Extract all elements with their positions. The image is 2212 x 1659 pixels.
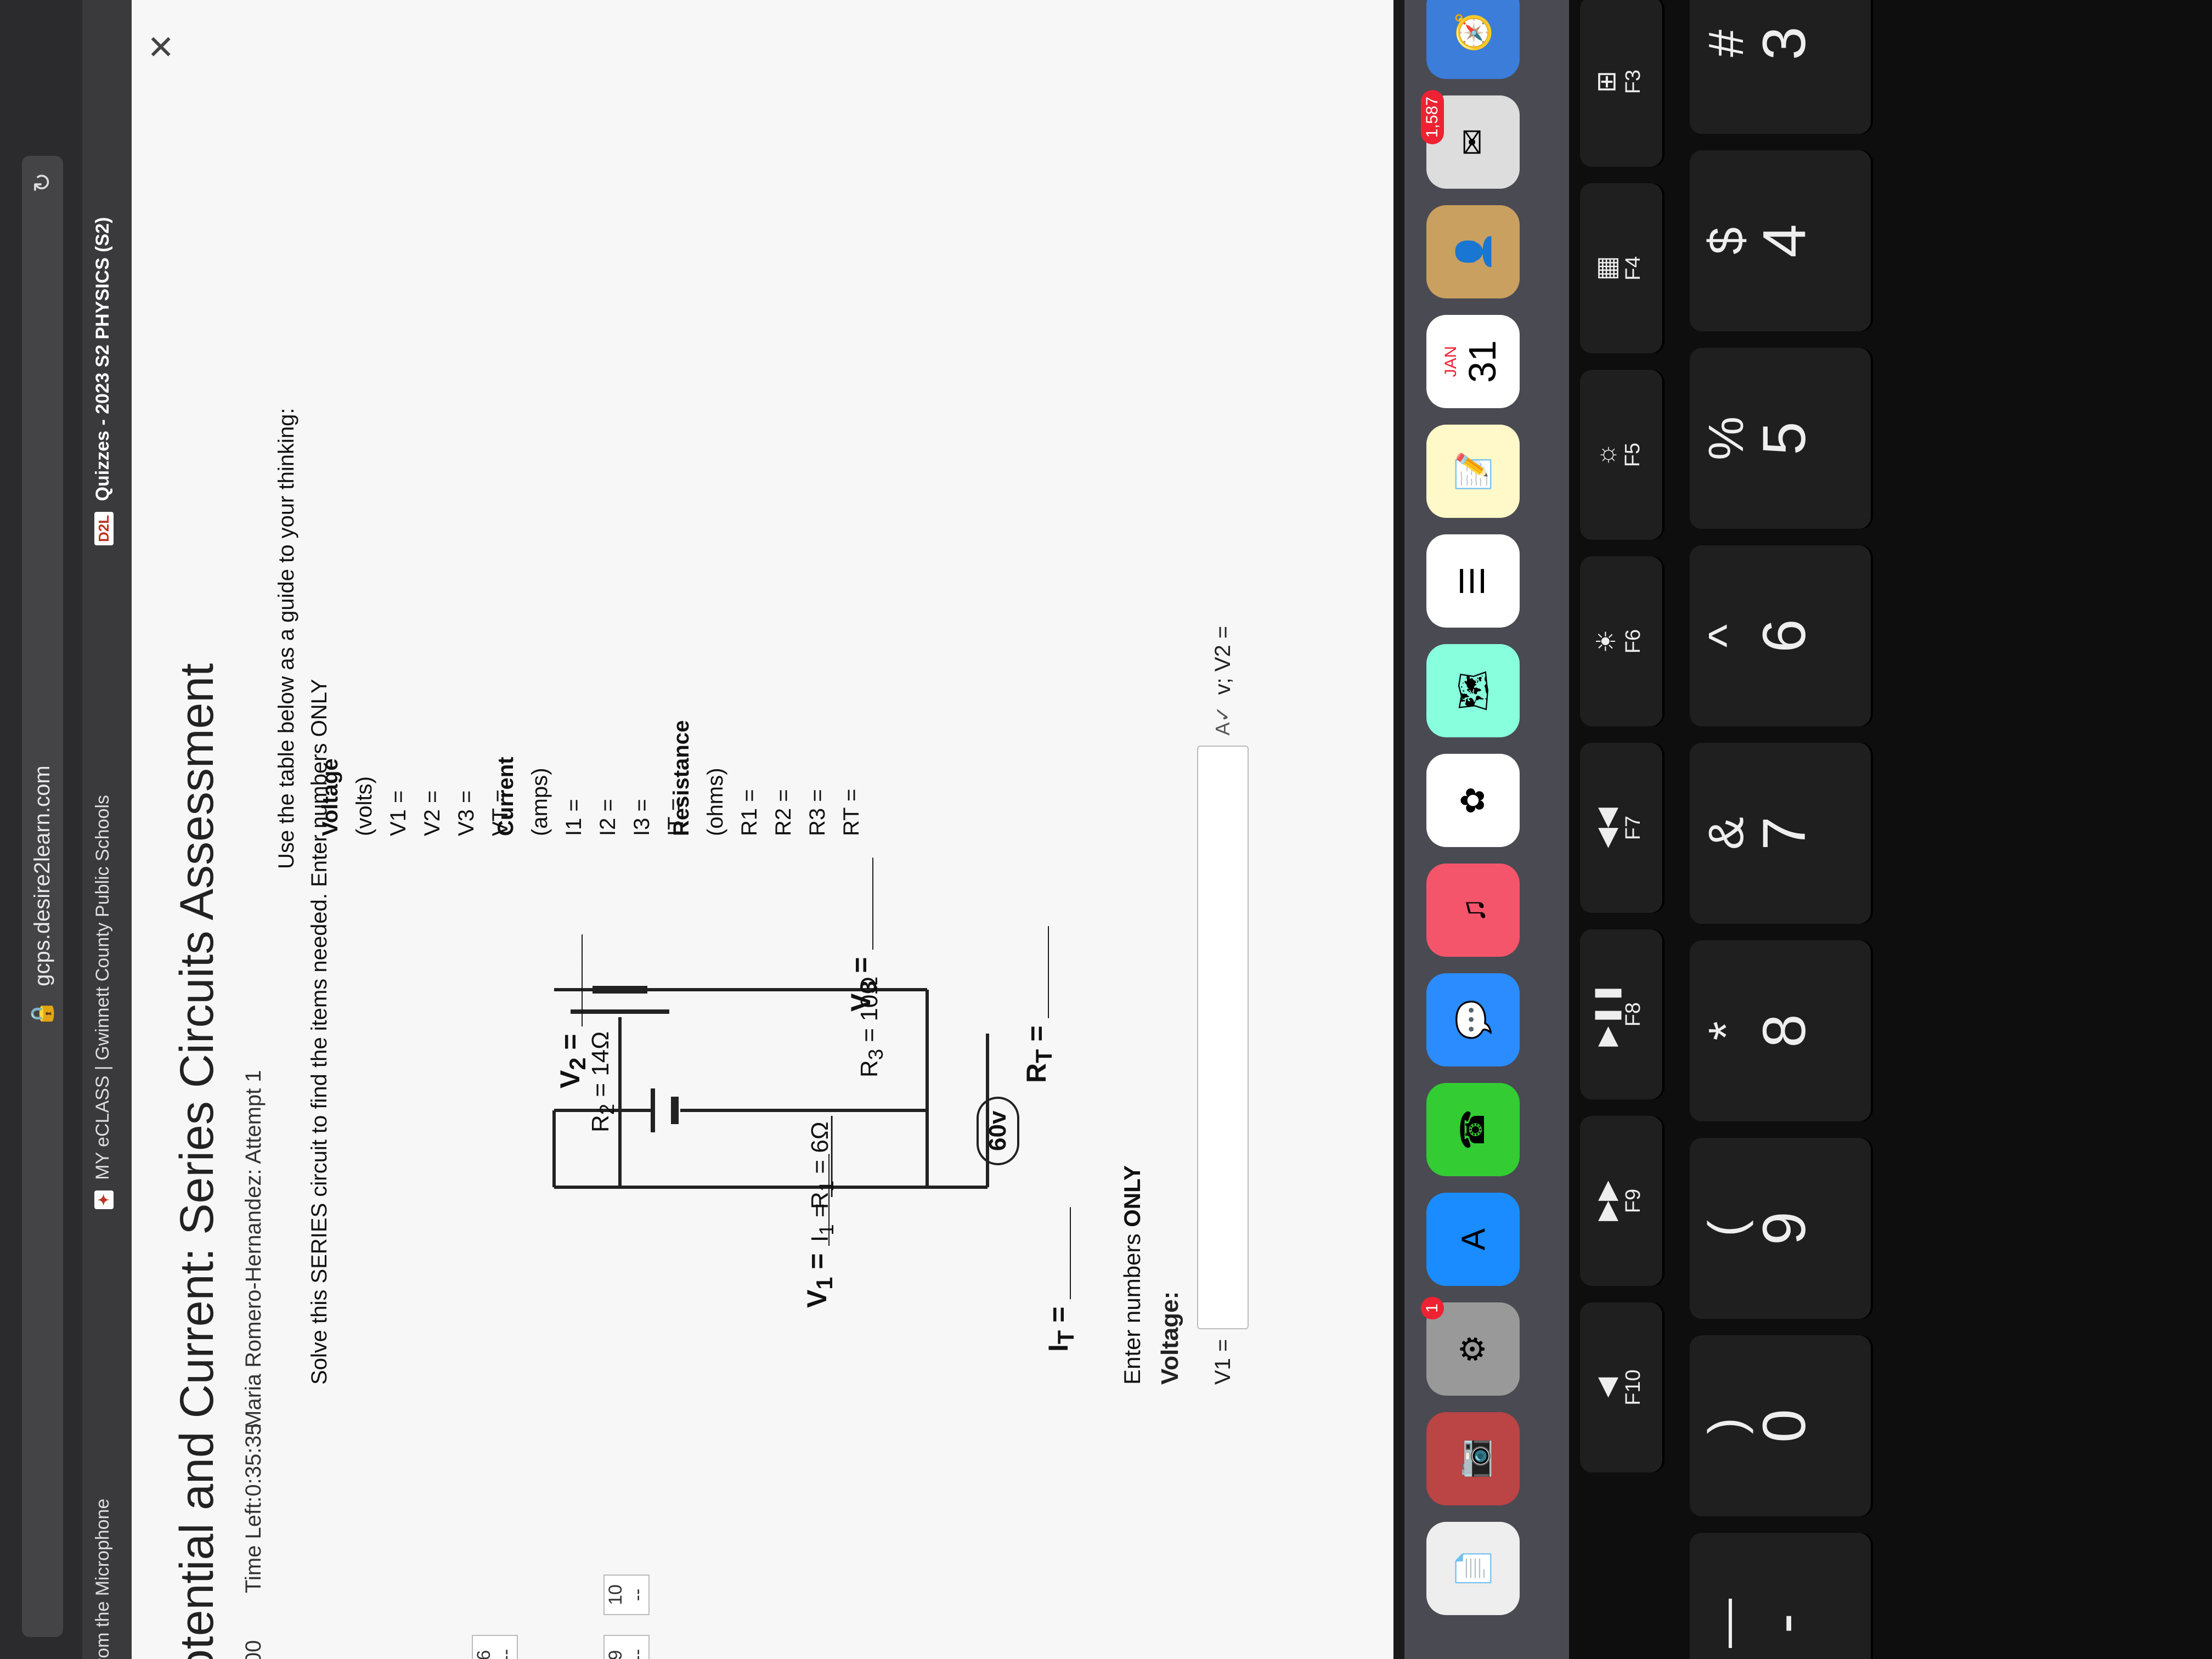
circuit-schematic bbox=[554, 988, 927, 1189]
v1-answer-row: V1 = A✓ v; V2 = bbox=[1197, 626, 1249, 1385]
it-label: IT = ______ bbox=[1043, 1207, 1079, 1352]
key-7: &7 bbox=[1690, 743, 1871, 924]
key-4: $4 bbox=[1690, 150, 1871, 331]
address-bar[interactable]: 🔒 gcps.desire2learn.com ↻ bbox=[22, 156, 63, 1637]
spellcheck-icon[interactable]: A✓ bbox=[1211, 706, 1234, 736]
battery-label: 60v bbox=[977, 1096, 1019, 1165]
guide-col-resistance: Resistance (ohms) R1 = R2 = R3 = RT = bbox=[669, 720, 864, 836]
enter-note: Enter numbers ONLY bbox=[1119, 1165, 1145, 1385]
settings-badge: 1 bbox=[1421, 1297, 1444, 1319]
key-f5: ☼F5 bbox=[1580, 370, 1662, 540]
mail-icon[interactable]: ✉1,587 bbox=[1421, 90, 1520, 189]
units-hint: v; V2 = bbox=[1210, 625, 1235, 695]
lock-icon: 🔒 bbox=[30, 1000, 54, 1028]
guide-col-current: Current (amps) I1 = I2 = I3 = IT = bbox=[494, 757, 688, 836]
tab-eclass-label: MY eCLASS | Gwinnett County Public Schoo… bbox=[92, 794, 113, 1180]
key-5: %5 bbox=[1690, 348, 1871, 529]
v1-answer-input[interactable] bbox=[1197, 745, 1249, 1329]
key-9: (9 bbox=[1690, 1138, 1871, 1319]
key-f4: ▦F4 bbox=[1580, 183, 1662, 353]
key-f3: ⊞F3 bbox=[1580, 0, 1662, 167]
reminders-icon[interactable]: ☰ bbox=[1426, 534, 1520, 628]
tab-microphone[interactable]: rom the Microphone bbox=[92, 1498, 113, 1659]
guide-intro: Use the table below as a guide to your t… bbox=[274, 408, 298, 869]
contacts-icon[interactable]: 👤 bbox=[1426, 205, 1520, 298]
key-f10: ◀F10 bbox=[1580, 1302, 1662, 1472]
textedit-icon[interactable]: 📄 bbox=[1426, 1522, 1520, 1615]
browser-toolbar: 🔒 gcps.desire2learn.com ↻ bbox=[0, 0, 82, 1659]
r1-label: R1 = 6Ω bbox=[806, 1121, 838, 1209]
safari-icon[interactable]: 🧭 bbox=[1426, 0, 1520, 79]
app-store-icon[interactable]: A bbox=[1426, 1193, 1520, 1286]
tab-quizzes-label: Quizzes - 2023 S2 PHYSICS (S2) bbox=[92, 217, 113, 501]
url-text: gcps.desire2learn.com bbox=[30, 765, 54, 986]
system-preferences-icon[interactable]: ⚙1 bbox=[1421, 1297, 1520, 1396]
v2-label: V2 = ______ bbox=[555, 934, 590, 1088]
key-0: )0 bbox=[1690, 1335, 1871, 1516]
key-8: *8 bbox=[1690, 940, 1871, 1121]
v3-label: V3 = ______ bbox=[845, 857, 881, 1012]
key-f7: ◀◀F7 bbox=[1580, 743, 1662, 913]
answer-area: Enter numbers ONLY Voltage: V1 = A✓ v; V… bbox=[1119, 626, 1249, 1385]
key-minus: —- bbox=[1690, 1533, 1871, 1659]
maps-icon[interactable]: 🗺 bbox=[1426, 644, 1520, 737]
photos-icon[interactable]: ✿ bbox=[1426, 754, 1520, 847]
rt-label: RT = ______ bbox=[1021, 926, 1057, 1083]
tab-strip: rom the Microphone ✦ MY eCLASS | Gwinnet… bbox=[82, 0, 132, 1659]
gcps-logo-icon: ✦ bbox=[94, 1190, 114, 1209]
photo-booth-icon[interactable]: 📷 bbox=[1426, 1412, 1520, 1505]
r2-label: R2 = 14Ω bbox=[587, 1031, 618, 1132]
notes-icon[interactable]: 📝 bbox=[1426, 425, 1520, 518]
key-6: ^6 bbox=[1690, 545, 1871, 726]
key-f6: ☀F6 bbox=[1580, 556, 1662, 726]
key-3: #3 bbox=[1690, 0, 1871, 134]
d2l-logo-icon: D2L bbox=[94, 511, 114, 545]
facetime-icon[interactable]: ☎ bbox=[1426, 1083, 1520, 1176]
key-f9: ▶▶F9 bbox=[1580, 1116, 1662, 1286]
v1-answer-label: V1 = bbox=[1210, 1339, 1235, 1385]
tab-quizzes[interactable]: D2L Quizzes - 2023 S2 PHYSICS (S2) bbox=[92, 217, 114, 545]
reload-icon[interactable]: ↻ bbox=[29, 172, 56, 193]
voltage-section-title: Voltage: bbox=[1156, 1291, 1183, 1385]
tab-eclass[interactable]: ✦ MY eCLASS | Gwinnett County Public Sch… bbox=[92, 795, 114, 1209]
quiz-page: ✕ otential and Current: Series Circuits … bbox=[132, 0, 1393, 1659]
key-f8: ▶❚❚F8 bbox=[1580, 929, 1662, 1099]
guide-col-voltage: Voltage (volts) V1 = V2 = V3 = VT = bbox=[318, 758, 512, 836]
messages-icon[interactable]: 💬 bbox=[1426, 973, 1520, 1066]
mail-badge: 1,587 bbox=[1421, 90, 1444, 145]
music-icon[interactable]: ♫ bbox=[1426, 864, 1520, 957]
keyboard-photo: ⊞F3 ▦F4 ☼F5 ☀F6 ◀◀F7 ▶❚❚F8 ▶▶F9 ◀F10 #3 … bbox=[1569, 0, 2212, 1659]
